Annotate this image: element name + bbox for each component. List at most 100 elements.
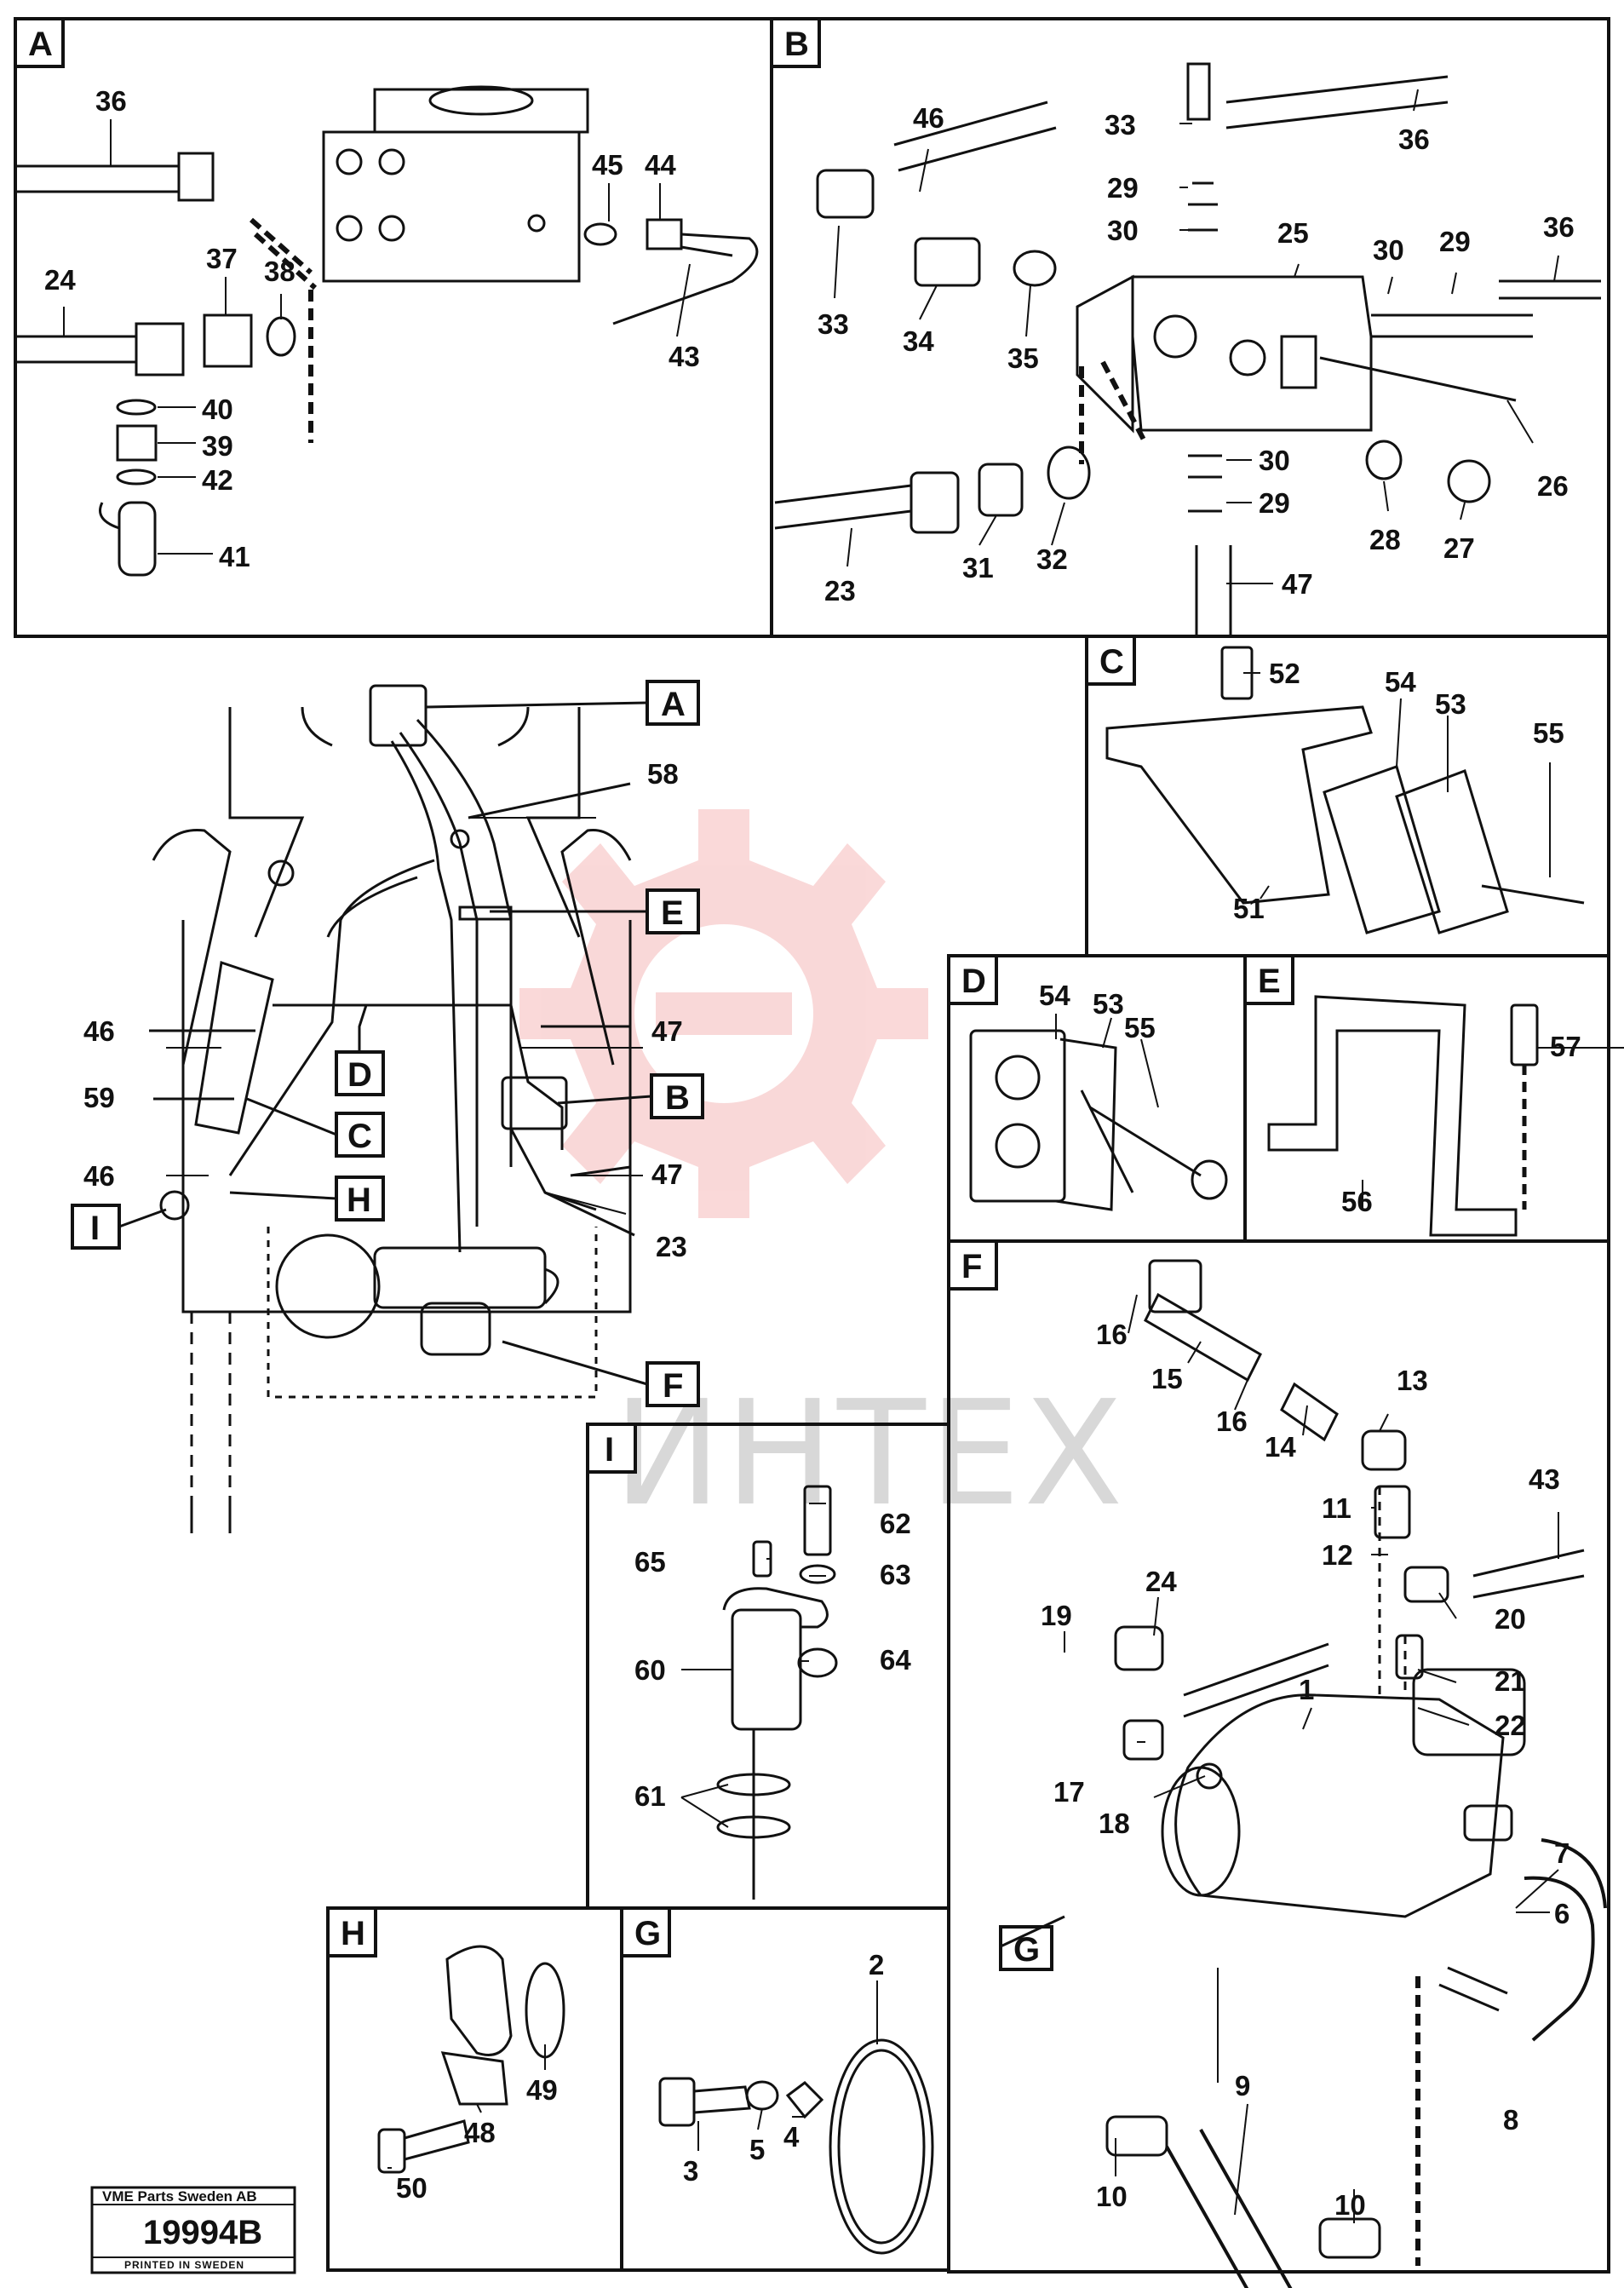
part-number: 13 xyxy=(1397,1365,1428,1396)
part-number: 33 xyxy=(818,308,849,340)
part-number: 9 xyxy=(1235,2070,1250,2101)
part-number: 50 xyxy=(396,2172,428,2204)
part-number: 31 xyxy=(962,552,994,583)
part-number: 33 xyxy=(1105,109,1136,141)
part-number: 29 xyxy=(1259,487,1290,519)
part-number: 29 xyxy=(1107,172,1139,204)
part-number: 54 xyxy=(1385,666,1416,698)
part-number: 55 xyxy=(1124,1012,1156,1043)
stamp-drawing-number: 19994B xyxy=(143,2214,262,2251)
part-number: 57 xyxy=(1550,1031,1581,1062)
part-number: 18 xyxy=(1099,1808,1130,1839)
part-number: 5 xyxy=(749,2134,765,2165)
part-number: 44 xyxy=(645,149,676,181)
part-number: 14 xyxy=(1265,1431,1296,1463)
panel-g-illustration xyxy=(658,2038,934,2255)
stamp-footer: PRINTED IN SWEDEN xyxy=(124,2259,244,2271)
overview-ref-h: H xyxy=(347,1181,371,1219)
part-number: 47 xyxy=(651,1015,683,1047)
overview-ref-f: F xyxy=(663,1367,683,1405)
part-number: 26 xyxy=(1537,470,1569,502)
panel-label-e: E xyxy=(1258,963,1281,1000)
panel-e-illustration xyxy=(1267,995,1539,1237)
part-number: 52 xyxy=(1269,658,1300,689)
panel-label-i: I xyxy=(605,1431,614,1469)
part-number: 46 xyxy=(913,102,944,134)
part-number: 11 xyxy=(1322,1492,1351,1524)
watermark-logo xyxy=(519,809,928,1218)
overview-ref-boxes xyxy=(71,680,1053,1971)
part-number: 45 xyxy=(592,149,623,181)
part-number: 43 xyxy=(1529,1463,1560,1495)
part-number: 65 xyxy=(634,1546,666,1578)
part-number: 6 xyxy=(1554,1898,1569,1929)
part-number: 54 xyxy=(1039,980,1070,1011)
part-number: 22 xyxy=(1495,1710,1526,1741)
overview-ref-d: D xyxy=(347,1056,372,1094)
part-number: 55 xyxy=(1533,717,1564,749)
part-number: 40 xyxy=(202,394,233,425)
part-number: 53 xyxy=(1435,688,1466,720)
part-number: 16 xyxy=(1216,1406,1248,1437)
part-number: 1 xyxy=(1299,1674,1314,1705)
part-number: 42 xyxy=(202,464,233,496)
part-number: 24 xyxy=(44,264,76,296)
part-number: 30 xyxy=(1107,215,1139,246)
part-number: 38 xyxy=(264,256,296,287)
part-number: 30 xyxy=(1373,234,1404,266)
part-number: 24 xyxy=(1145,1566,1177,1597)
panel-d-illustration xyxy=(969,1029,1228,1211)
part-number: 35 xyxy=(1007,342,1039,374)
part-number: 34 xyxy=(903,325,934,357)
panel-label-f: F xyxy=(961,1248,982,1285)
panel-frames xyxy=(14,17,1610,2274)
overview-illustration xyxy=(152,684,632,1533)
part-number: 10 xyxy=(1096,2181,1128,2212)
part-number: 36 xyxy=(95,85,127,117)
part-number: 46 xyxy=(83,1015,115,1047)
part-number: 59 xyxy=(83,1082,115,1113)
part-number: 17 xyxy=(1053,1776,1085,1808)
part-number: 46 xyxy=(83,1160,115,1192)
panel-label-a: A xyxy=(28,26,53,63)
part-number: 51 xyxy=(1233,893,1265,924)
part-number: 32 xyxy=(1036,543,1068,575)
panel-label-b: B xyxy=(784,26,809,63)
stamp-company: VME Parts Sweden AB xyxy=(102,2188,257,2205)
part-number: 16 xyxy=(1096,1319,1128,1350)
part-number: 2 xyxy=(869,1949,884,1980)
part-number: 8 xyxy=(1503,2104,1518,2136)
part-number: 28 xyxy=(1369,524,1401,555)
overview-ref-i: I xyxy=(90,1210,100,1247)
overview-ref-e: E xyxy=(661,894,684,932)
part-number: 47 xyxy=(651,1158,683,1190)
part-number: 49 xyxy=(526,2074,558,2106)
part-number: 61 xyxy=(634,1780,666,1812)
part-number: 25 xyxy=(1277,217,1309,249)
panel-label-h: H xyxy=(341,1915,365,1952)
panel-letter-boxes xyxy=(14,17,1294,1957)
part-number: 36 xyxy=(1398,124,1430,155)
part-number: 63 xyxy=(880,1559,911,1590)
overview-leaders xyxy=(118,701,1065,1948)
part-number: 62 xyxy=(880,1508,911,1539)
overview-ref-c: C xyxy=(347,1118,372,1155)
part-number: 36 xyxy=(1543,211,1575,243)
part-number: 29 xyxy=(1439,226,1471,257)
part-number: 58 xyxy=(647,758,679,790)
part-number: 64 xyxy=(880,1644,911,1676)
part-number: 60 xyxy=(634,1654,666,1686)
part-number: 48 xyxy=(464,2117,496,2148)
part-number: 23 xyxy=(824,575,856,606)
part-number: 20 xyxy=(1495,1603,1526,1635)
part-number: 39 xyxy=(202,430,233,462)
panel-i-illustration xyxy=(716,1485,838,1900)
overview-ref-a: A xyxy=(661,686,686,723)
part-number: 15 xyxy=(1151,1363,1183,1394)
panel-label-g: G xyxy=(634,1915,661,1952)
part-number: 53 xyxy=(1093,988,1124,1020)
overview-ref-b: B xyxy=(665,1079,690,1117)
part-number: 3 xyxy=(683,2155,698,2187)
